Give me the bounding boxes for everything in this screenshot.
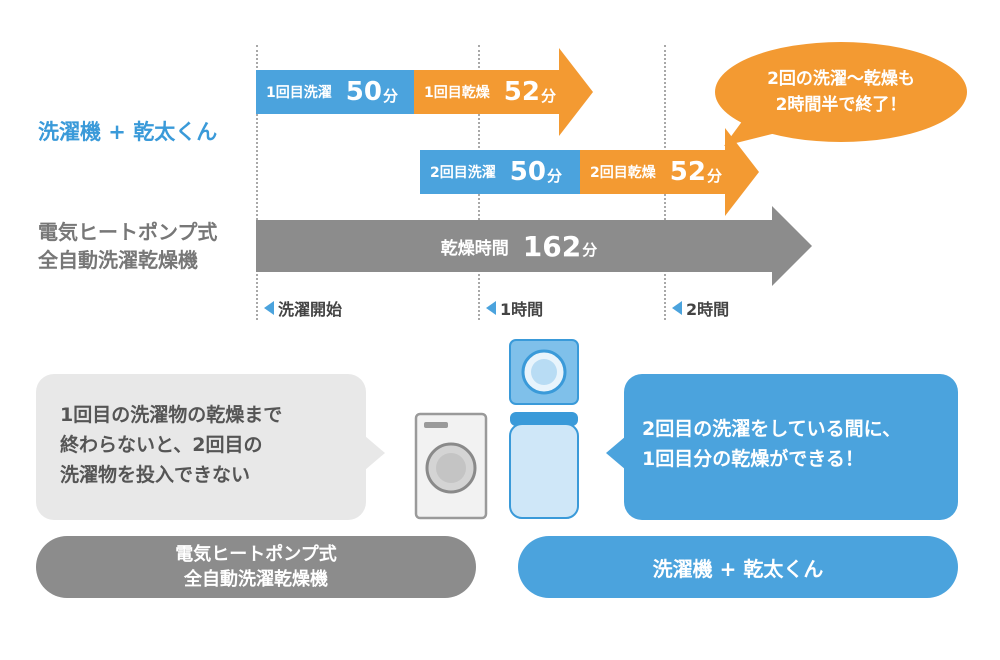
heatpump-dry-value: 162: [522, 229, 582, 263]
callout-line1: 2回の洗濯〜乾燥も: [767, 69, 915, 89]
heatpump-pill-line1: 電気ヒートポンプ式: [175, 544, 337, 565]
wash1-value: 50: [345, 77, 382, 107]
wash2-bar: 2回目洗濯 50 分: [420, 150, 580, 194]
right-bubble-line2: 1回目分の乾燥ができる！: [642, 448, 864, 470]
callout-shape: [715, 42, 967, 146]
row-label-heatpump-line2: 全自動洗濯乾燥機: [38, 248, 198, 272]
dry2-bar: 2回目乾燥 52 分: [580, 150, 725, 194]
heatpump-dry-bar: 乾燥時間 162 分: [256, 220, 772, 272]
heatpump-dry-arrowhead: [772, 206, 812, 286]
washer-dryer-pill: 洗濯機 + 乾太くん: [518, 536, 958, 598]
dry2-label: 2回目乾燥: [590, 165, 656, 181]
tick-start-marker-icon: [264, 301, 274, 315]
dry2-unit: 分: [706, 166, 722, 185]
wash2-unit: 分: [546, 166, 562, 185]
tick-2h-label: 2時間: [686, 300, 730, 319]
right-speech-bubble: 2回目の洗濯をしている間に、 1回目分の乾燥ができる！: [624, 374, 958, 520]
left-bubble-line2: 終わらないと、2回目の: [60, 434, 263, 456]
dry2-value: 52: [669, 157, 706, 187]
row-label-washer-dryer: 洗濯機 + 乾太くん: [38, 120, 218, 144]
heatpump-pill: 電気ヒートポンプ式 全自動洗濯乾燥機: [36, 536, 476, 598]
tick-1h: 1時間: [486, 296, 543, 320]
wash1-bar: 1回目洗濯 50 分: [256, 70, 414, 114]
wash1-unit: 分: [382, 86, 398, 105]
wash1-label: 1回目洗濯: [266, 85, 332, 101]
row-label-heatpump-line1: 電気ヒートポンプ式: [38, 220, 218, 244]
dry1-arrowhead: [559, 48, 593, 136]
left-speech-bubble: 1回目の洗濯物の乾燥まで 終わらないと、2回目の 洗濯物を投入できない: [36, 374, 366, 520]
row-label-heatpump: 電気ヒートポンプ式 全自動洗濯乾燥機: [38, 218, 217, 274]
drum-washer-icon: [414, 412, 488, 520]
callout-text: 2回の洗濯〜乾燥も 2時間半で終了！: [716, 66, 966, 118]
dry2-arrowhead: [725, 128, 759, 216]
guide-line-start: [256, 45, 258, 320]
wash2-value: 50: [509, 157, 546, 187]
dry1-bar: 1回目乾燥 52 分: [414, 70, 559, 114]
callout-line2: 2時間半で終了！: [775, 95, 907, 115]
heatpump-dry-unit: 分: [582, 240, 598, 259]
right-bubble-line1: 2回目の洗濯をしている間に、: [642, 418, 902, 440]
washer-dryer-pill-label: 洗濯機 + 乾太くん: [652, 556, 824, 581]
dryer-icon: [509, 339, 579, 405]
tick-1h-label: 1時間: [500, 300, 544, 319]
top-load-washer-icon: [509, 412, 579, 519]
tick-start-label: 洗濯開始: [278, 300, 343, 319]
tick-1h-marker-icon: [486, 301, 496, 315]
left-bubble-line1: 1回目の洗濯物の乾燥まで: [60, 404, 283, 426]
left-bubble-tail: [365, 436, 385, 470]
dry1-unit: 分: [540, 86, 556, 105]
left-bubble-line3: 洗濯物を投入できない: [60, 464, 251, 486]
tick-2h-marker-icon: [672, 301, 682, 315]
dry1-value: 52: [503, 77, 540, 107]
wash2-label: 2回目洗濯: [430, 165, 496, 181]
tick-start: 洗濯開始: [264, 296, 342, 320]
heatpump-dry-label: 乾燥時間: [440, 238, 509, 259]
dry1-label: 1回目乾燥: [424, 85, 490, 101]
heatpump-pill-line2: 全自動洗濯乾燥機: [184, 569, 328, 590]
right-bubble-tail: [606, 436, 626, 470]
tick-2h: 2時間: [672, 296, 729, 320]
